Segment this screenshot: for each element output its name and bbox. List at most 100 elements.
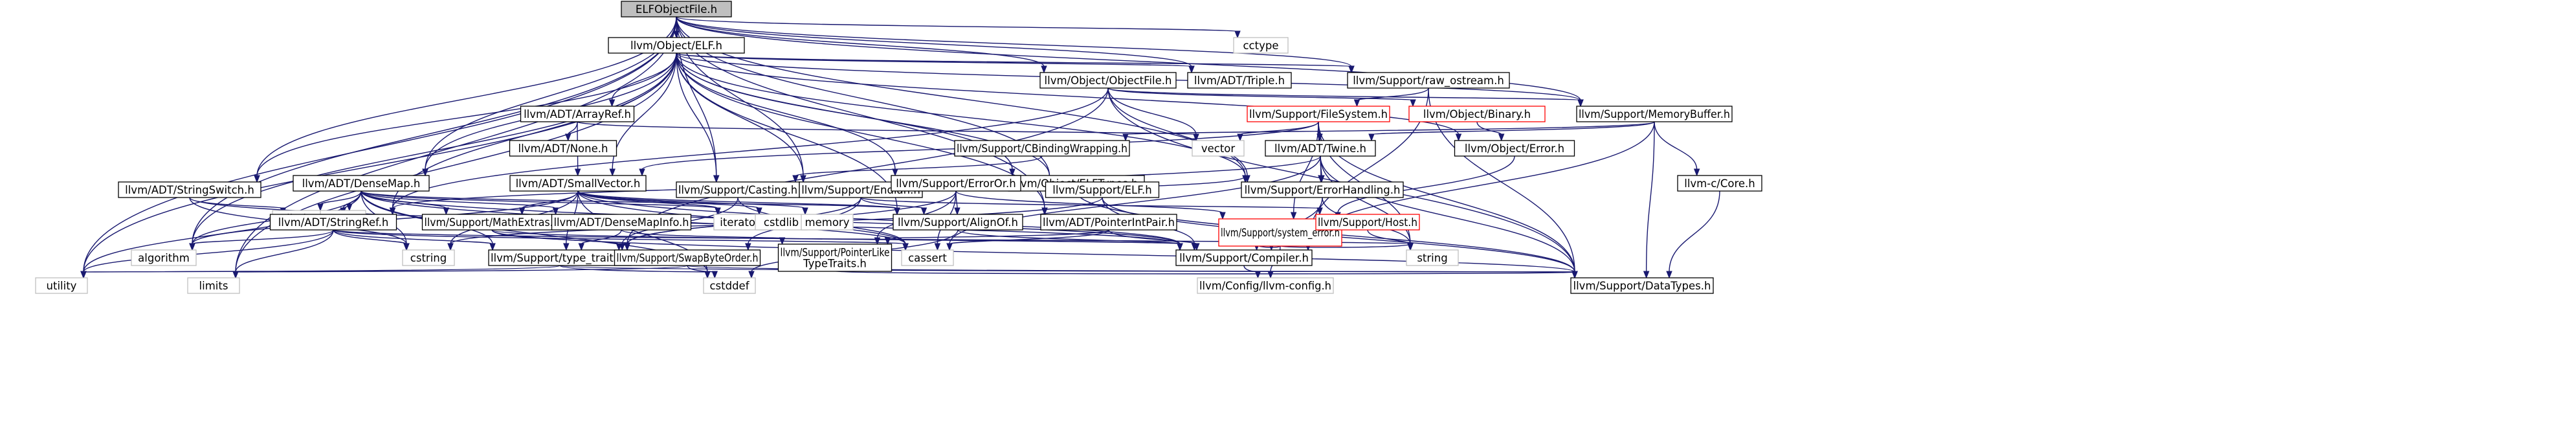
node-memory[interactable]: memory: [801, 214, 854, 231]
node-box[interactable]: [35, 277, 88, 294]
node-cstring[interactable]: cstring: [402, 249, 455, 266]
node-box[interactable]: [118, 181, 261, 198]
node-box[interactable]: [421, 214, 562, 231]
node-label: llvm/Support/ErrorHandling.h: [1245, 184, 1401, 196]
node-box[interactable]: [1576, 106, 1733, 122]
node-casting[interactable]: llvm/Support/Casting.h: [676, 181, 800, 198]
node-box[interactable]: [755, 214, 808, 231]
node-box[interactable]: [1265, 140, 1376, 157]
node-box[interactable]: [402, 249, 455, 266]
edge-swapbyte-to-limits: [232, 265, 688, 279]
node-alignof[interactable]: llvm/Support/AlignOf.h: [893, 214, 1023, 231]
node-box[interactable]: [131, 249, 197, 266]
edge-compiler-to-llvmconfig: [1243, 265, 1261, 279]
node-box[interactable]: [1175, 249, 1313, 266]
edge-filesystem-to-syserror: [1290, 121, 1319, 220]
node-binary[interactable]: llvm/Object/Binary.h: [1408, 106, 1546, 122]
edge-rawos-to-filesystem: [1353, 87, 1429, 107]
node-objerror[interactable]: llvm/Object/Error.h: [1454, 140, 1575, 157]
node-errhandling[interactable]: llvm/Support/ErrorHandling.h: [1241, 181, 1404, 198]
node-smallvector[interactable]: llvm/ADT/SmallVector.h: [509, 175, 647, 192]
node-box[interactable]: [293, 175, 430, 192]
node-box[interactable]: [703, 277, 756, 294]
node-typetraits[interactable]: llvm/Support/type_traits.h: [488, 249, 632, 266]
node-label: cstddef: [709, 280, 749, 292]
node-box[interactable]: [269, 214, 397, 231]
node-arrayref[interactable]: llvm/ADT/ArrayRef.h: [520, 106, 635, 122]
node-cassert[interactable]: cassert: [901, 249, 954, 266]
node-root[interactable]: ELFObjectFile.h: [621, 1, 732, 17]
node-syserror[interactable]: llvm/Support/system_error.h: [1218, 218, 1342, 247]
node-twine[interactable]: llvm/ADT/Twine.h: [1265, 140, 1376, 157]
node-vector[interactable]: vector: [1192, 140, 1245, 157]
node-box[interactable]: [901, 249, 954, 266]
node-box[interactable]: [777, 243, 893, 272]
node-box[interactable]: [551, 214, 692, 231]
node-box[interactable]: [893, 214, 1023, 231]
node-box[interactable]: [1347, 72, 1510, 89]
node-box[interactable]: [1040, 214, 1177, 231]
edge-objelf-to-casting: [676, 52, 720, 183]
node-box[interactable]: [1045, 181, 1160, 198]
node-string[interactable]: string: [1406, 249, 1459, 266]
node-box[interactable]: [676, 181, 800, 198]
node-cctype[interactable]: cctype: [1233, 37, 1289, 54]
node-utility[interactable]: utility: [35, 277, 88, 294]
node-box[interactable]: [608, 37, 745, 54]
node-box[interactable]: [1454, 140, 1575, 157]
node-stringswitch[interactable]: llvm/ADT/StringSwitch.h: [118, 181, 261, 198]
node-box[interactable]: [1192, 140, 1245, 157]
node-box[interactable]: [954, 140, 1130, 157]
node-compiler[interactable]: llvm/Support/Compiler.h: [1175, 249, 1313, 266]
node-objfile[interactable]: llvm/Object/ObjectFile.h: [1039, 72, 1177, 89]
node-cbinding[interactable]: llvm/Support/CBindingWrapping.h: [954, 140, 1130, 157]
node-box[interactable]: [1039, 72, 1177, 89]
node-stringref[interactable]: llvm/ADT/StringRef.h: [269, 214, 397, 231]
node-rawos[interactable]: llvm/Support/raw_ostream.h: [1347, 72, 1510, 89]
node-box[interactable]: [187, 277, 240, 294]
node-box[interactable]: [1197, 277, 1334, 294]
node-box[interactable]: [891, 175, 1021, 192]
node-filesystem[interactable]: llvm/Support/FileSystem.h: [1247, 106, 1390, 122]
node-box[interactable]: [509, 140, 617, 157]
node-host[interactable]: llvm/Support/Host.h: [1315, 214, 1420, 231]
node-box[interactable]: [1570, 277, 1714, 294]
node-limits[interactable]: limits: [187, 277, 240, 294]
node-box[interactable]: [614, 249, 761, 266]
node-box[interactable]: [520, 106, 635, 122]
node-endian[interactable]: llvm/Support/Endian.h: [799, 181, 923, 198]
node-box[interactable]: [1233, 37, 1289, 54]
node-box[interactable]: [1187, 72, 1292, 89]
node-none[interactable]: llvm/ADT/None.h: [509, 140, 617, 157]
node-supelf[interactable]: llvm/Support/ELF.h: [1045, 181, 1160, 198]
node-label: ELFObjectFile.h: [636, 3, 717, 16]
node-box[interactable]: [621, 1, 732, 17]
node-ptrintpair[interactable]: llvm/ADT/PointerIntPair.h: [1040, 214, 1177, 231]
node-swapbyte[interactable]: llvm/Support/SwapByteOrder.h: [614, 249, 761, 266]
node-objelf[interactable]: llvm/Object/ELF.h: [608, 37, 745, 54]
node-densemap[interactable]: llvm/ADT/DenseMap.h: [293, 175, 430, 192]
node-densemapinfo[interactable]: llvm/ADT/DenseMapInfo.h: [551, 214, 692, 231]
node-box[interactable]: [1247, 106, 1390, 122]
node-box[interactable]: [1315, 214, 1420, 231]
node-box[interactable]: [509, 175, 647, 192]
node-cstdlib[interactable]: cstdlib: [755, 214, 808, 231]
node-erroror[interactable]: llvm/Support/ErrorOr.h: [891, 175, 1021, 192]
node-triple[interactable]: llvm/ADT/Triple.h: [1187, 72, 1292, 89]
node-box[interactable]: [1241, 181, 1404, 198]
node-box[interactable]: [801, 214, 854, 231]
node-algorithm[interactable]: algorithm: [131, 249, 197, 266]
node-box[interactable]: [488, 249, 632, 266]
node-cstddef[interactable]: cstddef: [703, 277, 756, 294]
node-datatypes[interactable]: llvm/Support/DataTypes.h: [1570, 277, 1714, 294]
node-ccore[interactable]: llvm-c/Core.h: [1677, 175, 1762, 192]
node-mathextras[interactable]: llvm/Support/MathExtras.h: [421, 214, 562, 231]
node-box[interactable]: [1677, 175, 1762, 192]
node-llvmconfig[interactable]: llvm/Config/llvm-config.h: [1197, 277, 1334, 294]
edge-membuf-to-ccore: [1654, 121, 1700, 177]
node-box[interactable]: [1408, 106, 1546, 122]
node-box[interactable]: [1406, 249, 1459, 266]
node-membuf[interactable]: llvm/Support/MemoryBuffer.h: [1576, 106, 1733, 122]
node-label: llvm/ADT/Triple.h: [1194, 74, 1285, 87]
